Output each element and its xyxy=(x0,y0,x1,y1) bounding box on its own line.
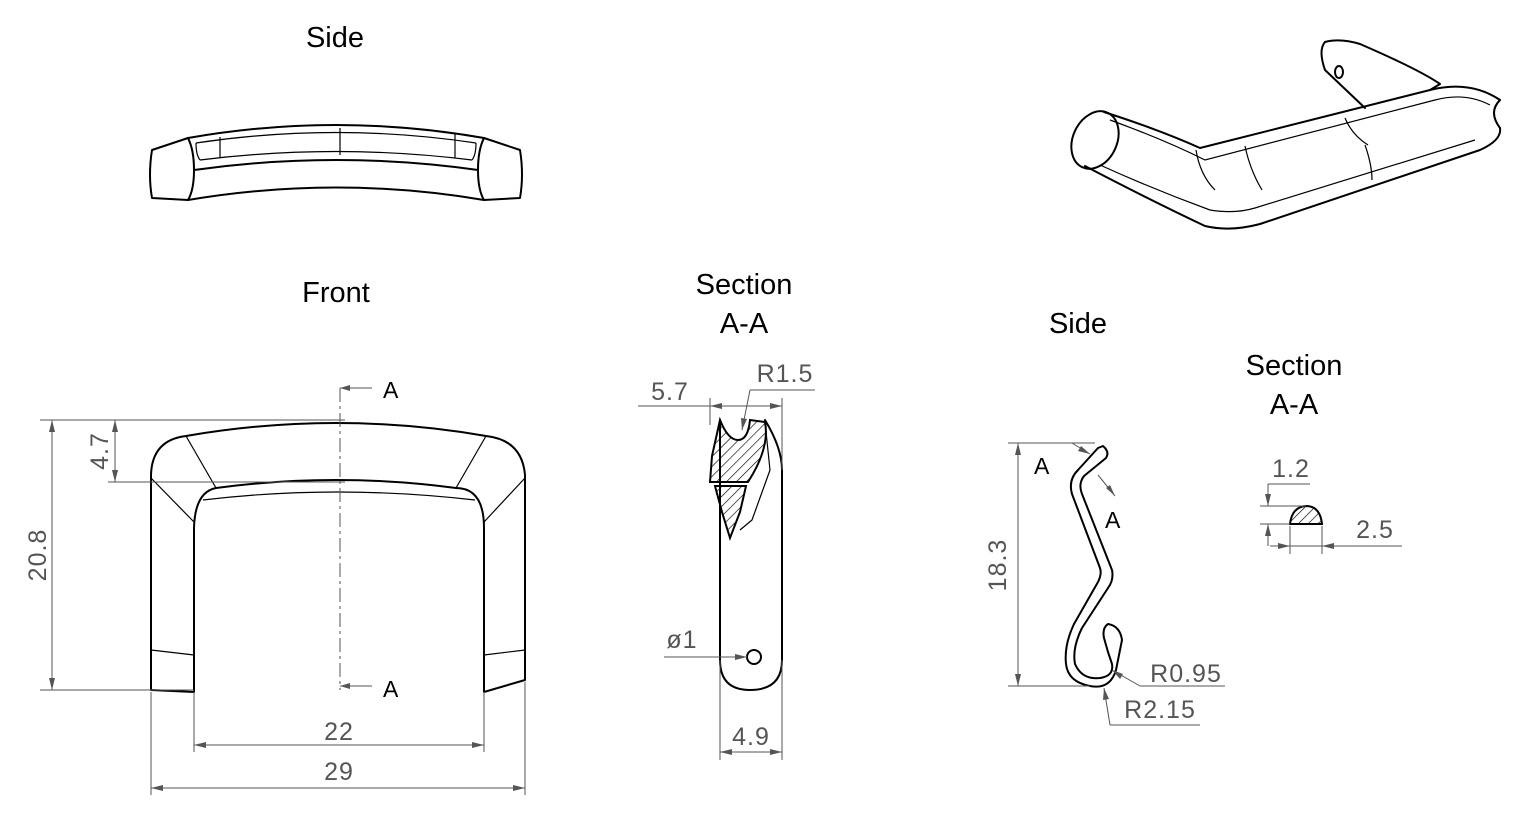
clip-section-cut-upper xyxy=(1071,442,1091,455)
clip-section-title-line1: Section xyxy=(1246,350,1343,382)
dimension-section-bottom-width xyxy=(719,660,783,760)
dimension-clip-section-width-label: 2.5 xyxy=(1356,516,1394,544)
dimension-section-radius-label: R1.5 xyxy=(757,360,814,388)
front-view-drawing xyxy=(150,422,526,693)
section-mark-a-bottom: A xyxy=(383,676,399,702)
dimension-clip-outer-radius-label: R2.15 xyxy=(1124,696,1196,724)
section-cut-marker-bottom xyxy=(340,683,372,689)
dimension-clip-section-height xyxy=(1260,483,1310,546)
dimension-section-hole-label: ø1 xyxy=(666,626,697,654)
dimension-section-top-width xyxy=(638,398,783,470)
front-view-title: Front xyxy=(302,277,370,309)
dimension-clip-section-height-label: 1.2 xyxy=(1272,455,1310,483)
dimension-front-top-thickness-label: 4.7 xyxy=(86,432,114,470)
section-view-title-line1: Section xyxy=(696,269,793,301)
dimension-front-outer-width-label: 29 xyxy=(324,758,354,786)
section-mark-a-top: A xyxy=(383,377,399,403)
dimension-front-outer-width xyxy=(150,682,526,795)
clip-section-mark-upper: A xyxy=(1034,453,1050,479)
dimension-front-height xyxy=(40,419,345,691)
dimension-front-inner-width xyxy=(193,692,485,752)
dimension-clip-section-width xyxy=(1270,526,1402,554)
clip-side-view-drawing xyxy=(1064,445,1123,688)
side-view-title: Side xyxy=(306,22,364,54)
dimension-clip-inner-radius xyxy=(1111,669,1225,687)
clip-section-mark-lower: A xyxy=(1105,507,1121,533)
dimension-clip-height xyxy=(1008,442,1095,687)
dimension-section-radius xyxy=(741,389,815,431)
dimension-section-top-width-label: 5.7 xyxy=(651,378,689,406)
dimension-front-inner-width-label: 22 xyxy=(324,718,354,746)
dimension-front-top-thickness xyxy=(108,420,345,483)
side-view-drawing xyxy=(149,124,523,201)
dimension-front-height-label: 20.8 xyxy=(24,529,52,582)
dimension-clip-inner-radius-label: R0.95 xyxy=(1150,660,1222,688)
dimension-section-hole xyxy=(664,654,747,660)
clip-section-title-line2: A-A xyxy=(1270,389,1319,421)
section-cut-marker-top xyxy=(340,385,372,391)
dimension-section-bottom-width-label: 4.9 xyxy=(732,723,770,751)
dimension-clip-height-label: 18.3 xyxy=(984,539,1012,592)
clip-side-view-title: Side xyxy=(1049,308,1107,340)
isometric-view-drawing xyxy=(1070,39,1502,230)
dimension-clip-outer-radius xyxy=(1103,687,1200,726)
clip-section-drawing xyxy=(1288,504,1324,525)
clip-section-cut-lower xyxy=(1097,474,1116,497)
section-view-title-line2: A-A xyxy=(720,308,769,340)
section-view-drawing xyxy=(708,416,783,691)
